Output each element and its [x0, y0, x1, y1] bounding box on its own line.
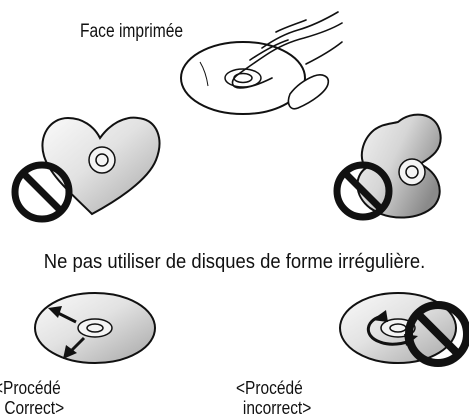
correct-procedure-label: <Procédé Correct> [0, 378, 64, 418]
disc-correct [35, 293, 155, 363]
incorrect-procedure-line2: incorrect> [236, 398, 311, 418]
prohibited-icon [15, 165, 69, 219]
correct-procedure-line2: Correct> [0, 398, 64, 418]
face-label: Face imprimée [80, 22, 183, 41]
correct-procedure-line1: <Procédé [0, 378, 64, 398]
incorrect-procedure-line1: <Procédé [236, 378, 311, 398]
heart-disc [42, 118, 159, 214]
incorrect-procedure-label: <Procédé incorrect> [236, 378, 311, 418]
irregular-disc-warning: Ne pas utiliser de disques de forme irré… [23, 252, 445, 273]
disc-top [181, 42, 305, 114]
